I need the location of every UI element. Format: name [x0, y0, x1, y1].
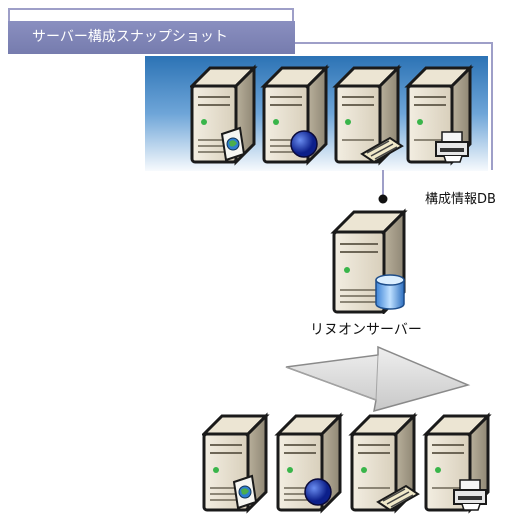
printer-icon	[453, 479, 487, 511]
snapshot-title: サーバー構成スナップショット	[8, 21, 295, 54]
server-keyboard	[348, 412, 420, 514]
printer-icon	[435, 131, 469, 163]
rion-server-label: リヌオンサーバー	[310, 322, 422, 338]
server-printer	[422, 412, 492, 514]
restored-server-row	[202, 412, 502, 514]
snapshot-server-row	[190, 64, 485, 166]
server-disc	[274, 412, 344, 514]
rion-server	[330, 208, 422, 318]
globe-icon	[232, 474, 258, 510]
server-globe	[190, 64, 258, 166]
keyboard-icon	[376, 484, 420, 512]
config-db-label: 構成情報DB	[425, 192, 496, 207]
disc-icon	[290, 130, 318, 158]
globe-icon	[220, 126, 246, 162]
keyboard-icon	[360, 136, 404, 164]
server-keyboard	[332, 64, 404, 166]
database-icon	[375, 274, 405, 310]
db-connector	[378, 170, 388, 204]
server-disc	[260, 64, 330, 166]
server-printer	[404, 64, 474, 166]
flow-arrow-down	[285, 345, 471, 413]
server-globe	[202, 412, 270, 514]
disc-icon	[304, 478, 332, 506]
